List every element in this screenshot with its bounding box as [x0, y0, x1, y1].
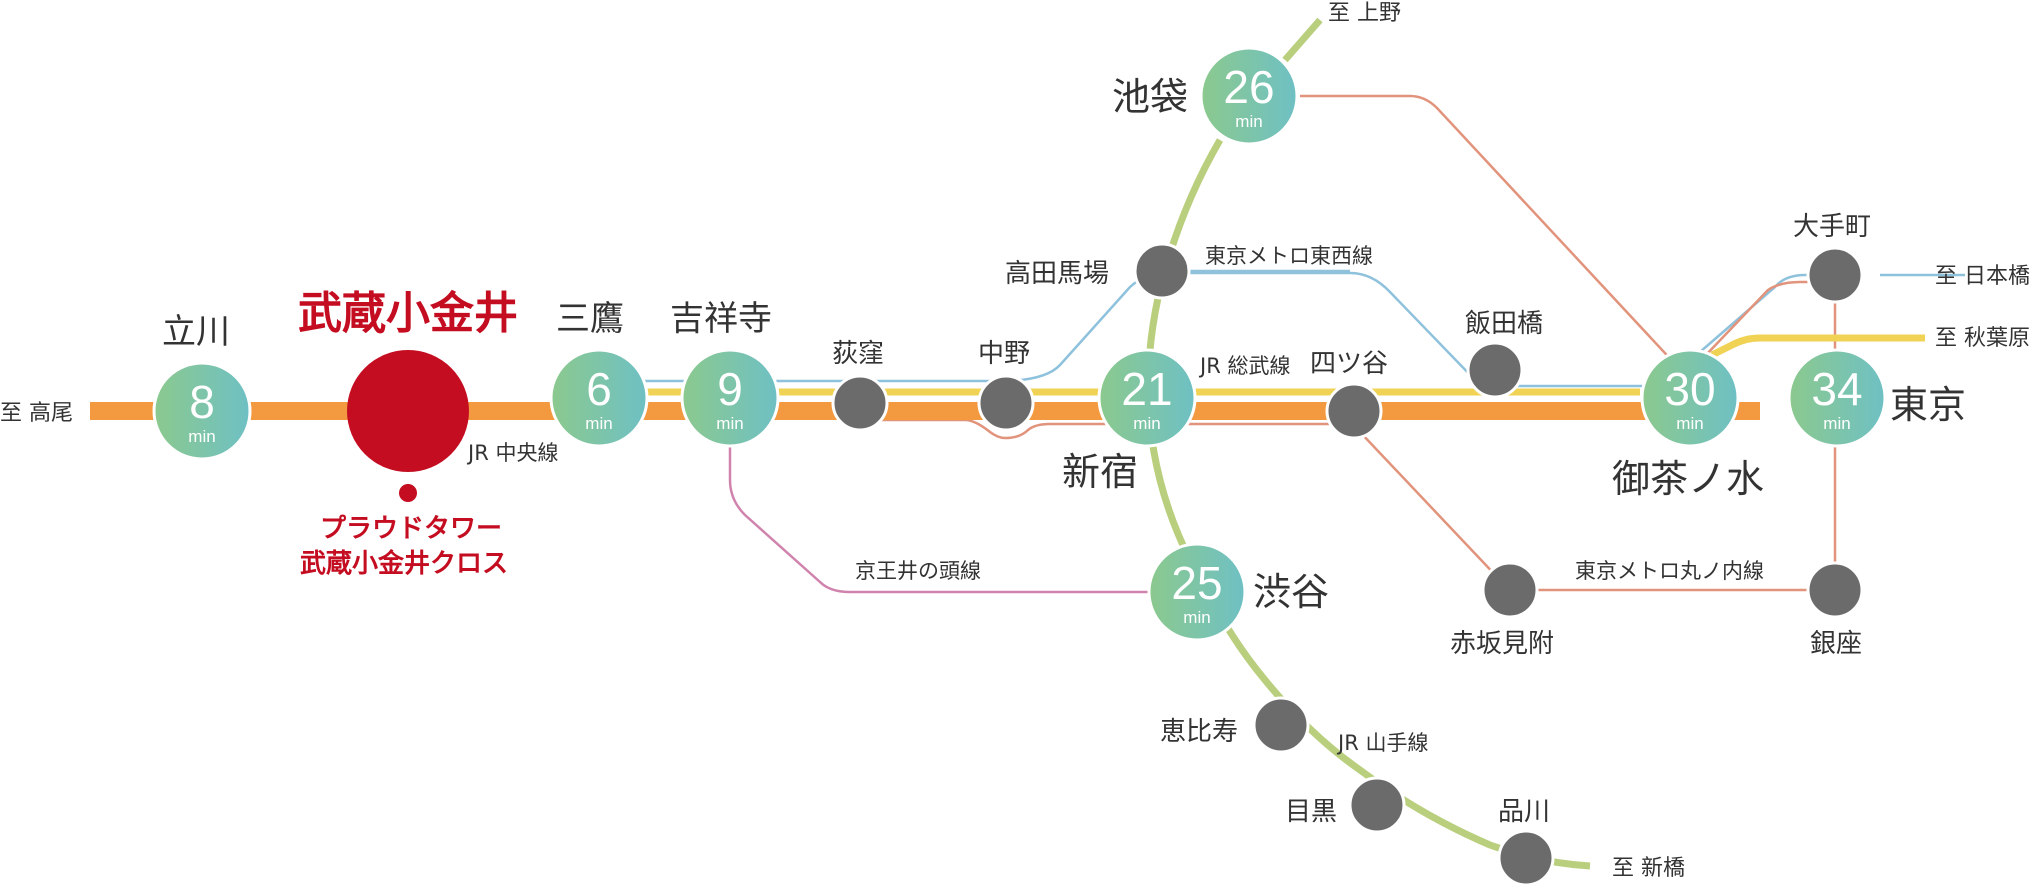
minor-stations [831, 242, 1864, 887]
station-ogikubo [831, 374, 889, 432]
marunouchi-line [860, 94, 1837, 592]
label-ginza: 銀座 [1810, 629, 1862, 659]
label-otemachi: 大手町 [1793, 212, 1871, 242]
unit-tokyo: min [1823, 414, 1850, 433]
label-meguro: 目黒 [1285, 797, 1337, 827]
label-shinjuku: 新宿 [1062, 450, 1138, 494]
home-property-dot [399, 484, 417, 502]
minutes-shibuya: 25 [1171, 557, 1222, 609]
station-meguro [1348, 776, 1406, 834]
label-ogikubo: 荻窪 [832, 339, 884, 369]
minutes-mitaka: 6 [586, 363, 612, 415]
unit-kichijoji: min [716, 414, 743, 433]
time-circle-mitaka [549, 348, 649, 448]
station-iidabashi [1466, 341, 1524, 399]
minutes-ikebukuro: 26 [1223, 61, 1274, 113]
time-circle-ikebukuro [1199, 46, 1299, 146]
line-label-marunouchi: 東京メトロ丸ノ内線 [1575, 559, 1764, 583]
direction-takao: 至 高尾 [0, 401, 73, 426]
line-label-chuo: JR 中央線 [466, 441, 558, 465]
station-mitaka: 6 min [549, 348, 649, 448]
label-iidabashi: 飯田橋 [1465, 309, 1543, 339]
station-yotsuya [1325, 382, 1383, 440]
label-shinagawa: 品川 [1498, 797, 1550, 827]
minutes-tokyo: 34 [1811, 363, 1862, 415]
line-label-keio: 京王井の頭線 [855, 559, 981, 583]
station-shinjuku: 21 min [1097, 348, 1197, 448]
home-property-line2: 武蔵小金井クロス [300, 548, 508, 579]
home-property-line1: プラウドタワー [320, 514, 502, 544]
station-ebisu [1252, 696, 1310, 754]
label-ebisu: 恵比寿 [1160, 717, 1238, 747]
unit-tachikawa: min [188, 427, 215, 446]
station-ginza [1806, 561, 1864, 619]
timed-stations: 8 min 6 min 9 min 21 min 26 min [152, 46, 1887, 642]
unit-ochanomizu: min [1676, 414, 1703, 433]
time-circle-shibuya [1147, 542, 1247, 642]
keio-line [728, 440, 1150, 594]
station-shibuya: 25 min [1147, 542, 1247, 642]
line-label-yamanote: JR 山手線 [1336, 731, 1428, 755]
station-tachikawa: 8 min [152, 361, 252, 461]
minutes-kichijoji: 9 [717, 363, 743, 415]
station-takadanobaba [1133, 242, 1191, 300]
time-circle-shinjuku [1097, 348, 1197, 448]
home-station-name: 武蔵小金井 [298, 288, 518, 339]
station-ikebukuro: 26 min [1199, 46, 1299, 146]
home-station [347, 350, 469, 502]
label-shibuya: 渋谷 [1253, 570, 1329, 614]
label-nakano: 中野 [978, 339, 1030, 369]
label-akasakamitsuke: 赤坂見附 [1450, 629, 1554, 659]
label-ikebukuro: 池袋 [1112, 75, 1188, 119]
minutes-tachikawa: 8 [189, 376, 215, 428]
unit-shibuya: min [1183, 608, 1210, 627]
label-ochanomizu: 御茶ノ水 [1612, 457, 1764, 501]
station-nakano [977, 374, 1035, 432]
label-kichijoji: 吉祥寺 [670, 299, 772, 339]
time-circle-ochanomizu [1640, 348, 1740, 448]
minutes-ochanomizu: 30 [1664, 363, 1715, 415]
label-mitaka: 三鷹 [556, 299, 624, 339]
label-yotsuya: 四ツ谷 [1310, 349, 1388, 379]
station-otemachi [1806, 246, 1864, 304]
direction-ueno: 至 上野 [1328, 1, 1401, 26]
direction-shinbashi: 至 新橋 [1612, 856, 1685, 881]
line-label-tozai: 東京メトロ東西線 [1205, 244, 1373, 268]
minutes-shinjuku: 21 [1121, 363, 1172, 415]
station-kichijoji: 9 min [680, 348, 780, 448]
unit-mitaka: min [585, 414, 612, 433]
home-station-marker [347, 350, 469, 472]
unit-shinjuku: min [1133, 414, 1160, 433]
time-circle-tokyo [1787, 348, 1887, 448]
label-takadanobaba: 高田馬場 [1005, 259, 1109, 289]
unit-ikebukuro: min [1235, 112, 1262, 131]
station-tokyo: 34 min [1787, 348, 1887, 448]
label-tachikawa: 立川 [162, 312, 230, 352]
station-akasakamitsuke [1481, 561, 1539, 619]
direction-nihonbashi: 至 日本橋 [1935, 264, 2030, 289]
time-circle-kichijoji [680, 348, 780, 448]
label-tokyo: 東京 [1890, 383, 1966, 427]
station-shinagawa [1497, 829, 1555, 887]
time-circle-tachikawa [152, 361, 252, 461]
direction-akihabara: 至 秋葉原 [1935, 326, 2030, 351]
station-ochanomizu: 30 min [1640, 348, 1740, 448]
line-label-sobu: JR 総武線 [1198, 354, 1290, 378]
